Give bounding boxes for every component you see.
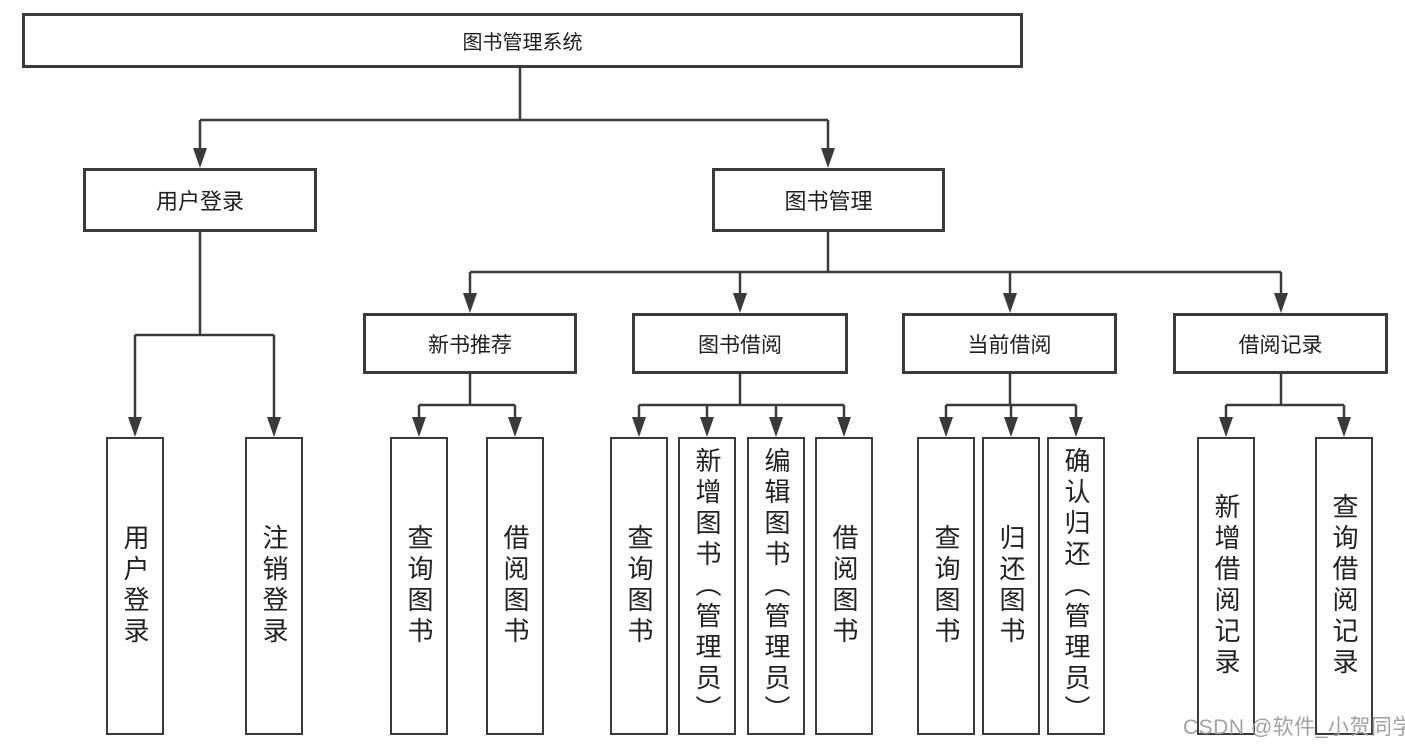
arrowhead bbox=[1337, 417, 1351, 437]
node-book-management: 图书管理 bbox=[712, 168, 945, 232]
connector-bookmgmt-to-level3 bbox=[468, 232, 1283, 295]
node-label: 图书管理系统 bbox=[462, 32, 583, 54]
arrowhead bbox=[1004, 417, 1018, 437]
node-label: 注销登录 bbox=[259, 524, 289, 648]
node-label: 图书借阅 bbox=[698, 333, 782, 357]
node-user-login: 用户登录 bbox=[83, 168, 317, 232]
arrowhead bbox=[267, 417, 281, 437]
node-root-system: 图书管理系统 bbox=[22, 13, 1023, 68]
node-current-borrowing: 当前借阅 bbox=[902, 313, 1117, 374]
leaf-query-borrow-record: 查询借阅记录 bbox=[1315, 437, 1373, 735]
arrowhead bbox=[632, 417, 646, 437]
node-label: 借阅图书 bbox=[500, 524, 530, 648]
arrowhead bbox=[1003, 293, 1017, 313]
node-label: 查询图书 bbox=[931, 524, 961, 648]
connector-newbook-to-leaves bbox=[417, 374, 517, 419]
node-label: 编辑图书（管理员） bbox=[761, 446, 791, 726]
node-label: 当前借阅 bbox=[967, 333, 1052, 357]
csdn-watermark: CSDN @软件_小贺同学 bbox=[1183, 716, 1405, 739]
leaf-confirm-return-admin: 确认归还（管理员） bbox=[1047, 437, 1105, 735]
leaf-query-books-recommend: 查询图书 bbox=[390, 437, 448, 735]
leaf-query-books-borrowing: 查询图书 bbox=[610, 437, 668, 735]
leaf-query-books-current: 查询图书 bbox=[917, 437, 975, 735]
leaf-user-login: 用户登录 bbox=[106, 437, 164, 735]
node-label: 用户登录 bbox=[155, 189, 244, 214]
node-label: 用户登录 bbox=[120, 524, 150, 648]
arrowhead bbox=[821, 148, 835, 168]
node-label: 图书管理 bbox=[784, 189, 873, 214]
connector-root-to-level2 bbox=[198, 68, 830, 150]
node-label: 新增借阅记录 bbox=[1211, 493, 1241, 679]
node-label: 确认归还（管理员） bbox=[1061, 446, 1091, 726]
arrowhead bbox=[128, 417, 142, 437]
arrowhead bbox=[508, 417, 522, 437]
arrowhead bbox=[1219, 417, 1233, 437]
leaf-return-books: 归还图书 bbox=[982, 437, 1040, 735]
arrowhead bbox=[412, 417, 426, 437]
node-borrowing-records: 借阅记录 bbox=[1173, 313, 1388, 374]
connector-current-to-leaves bbox=[944, 374, 1078, 419]
node-label: 新增图书（管理员） bbox=[692, 446, 722, 726]
arrowhead bbox=[463, 293, 477, 313]
leaf-add-borrow-record: 新增借阅记录 bbox=[1197, 437, 1255, 735]
connector-userlogin-to-leaves bbox=[133, 232, 276, 419]
leaf-logout: 注销登录 bbox=[245, 437, 303, 735]
node-label: 借阅记录 bbox=[1238, 333, 1323, 357]
arrowhead bbox=[1069, 417, 1083, 437]
leaf-borrow-books-borrowing: 借阅图书 bbox=[815, 437, 873, 735]
connector-borrowing-to-leaves bbox=[637, 374, 846, 419]
leaf-edit-books-admin: 编辑图书（管理员） bbox=[747, 437, 805, 735]
node-label: 归还图书 bbox=[996, 524, 1026, 648]
arrowhead bbox=[769, 417, 783, 437]
arrowhead bbox=[939, 417, 953, 437]
arrowhead bbox=[837, 417, 851, 437]
node-label: 查询借阅记录 bbox=[1329, 493, 1359, 679]
node-label: 借阅图书 bbox=[829, 524, 859, 648]
node-label: 新书推荐 bbox=[428, 333, 512, 357]
connector-records-to-leaves bbox=[1224, 374, 1346, 419]
arrowhead bbox=[733, 293, 747, 313]
node-new-book-recommend: 新书推荐 bbox=[363, 313, 577, 374]
node-label: 查询图书 bbox=[624, 524, 654, 648]
arrowhead bbox=[700, 417, 714, 437]
leaf-borrow-books-recommend: 借阅图书 bbox=[486, 437, 544, 735]
arrowhead bbox=[193, 148, 207, 168]
arrowhead bbox=[1274, 293, 1288, 313]
node-label: 查询图书 bbox=[404, 524, 434, 648]
node-book-borrowing: 图书借阅 bbox=[632, 313, 848, 374]
leaf-add-books-admin: 新增图书（管理员） bbox=[678, 437, 736, 735]
